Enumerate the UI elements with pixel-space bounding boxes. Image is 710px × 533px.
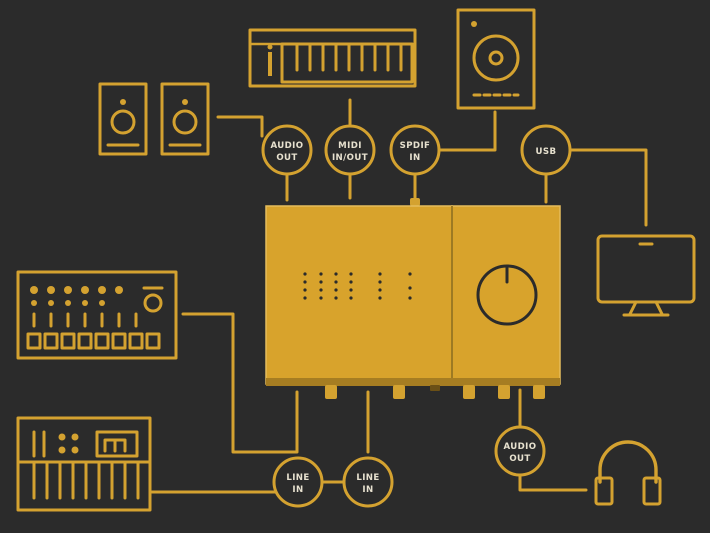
port-label: LINE: [286, 473, 309, 483]
port-label: IN: [409, 153, 420, 163]
headphones-icon: [594, 440, 662, 506]
led-indicators: [303, 272, 412, 300]
port-line-in-1: LINE IN: [272, 456, 324, 508]
port-label: AUDIO: [503, 442, 536, 452]
port-label: IN: [292, 485, 303, 495]
port-label: MIDI: [338, 141, 362, 151]
keyboard-icon: [248, 28, 417, 88]
interface-jacks: [325, 385, 545, 399]
port-audio-out-top: AUDIO OUT: [261, 124, 313, 176]
port-label: AUDIO: [270, 141, 303, 151]
port-label: IN/OUT: [332, 153, 368, 163]
port-line-in-2: LINE IN: [342, 456, 394, 508]
port-audio-out-bottom: AUDIO OUT: [494, 425, 546, 477]
line-speaker-spdif: [438, 110, 497, 152]
port-label: OUT: [509, 454, 530, 464]
port-midi-in-out: MIDI IN/OUT: [324, 124, 376, 176]
port-label: LINE: [356, 473, 379, 483]
line-speakers-audio-out: [216, 115, 264, 138]
port-label: USB: [536, 147, 557, 157]
speakers-icon: [98, 82, 210, 156]
port-usb: USB: [520, 124, 572, 176]
line-drum-machine: [181, 312, 299, 454]
line-usb-computer: [568, 148, 648, 227]
port-label: SPDIF: [400, 141, 431, 151]
synth-icon: [16, 416, 152, 512]
port-label: OUT: [276, 153, 297, 163]
audio-interface-icon: [265, 198, 561, 399]
monitor-icon: [596, 234, 696, 317]
line-audio-out-headphones: [518, 473, 588, 492]
drum-machine-icon: [16, 270, 178, 360]
connection-lines: [150, 98, 648, 494]
port-spdif-in: SPDIF IN: [389, 124, 441, 176]
speaker-icon: [456, 8, 536, 110]
port-label: IN: [362, 485, 373, 495]
